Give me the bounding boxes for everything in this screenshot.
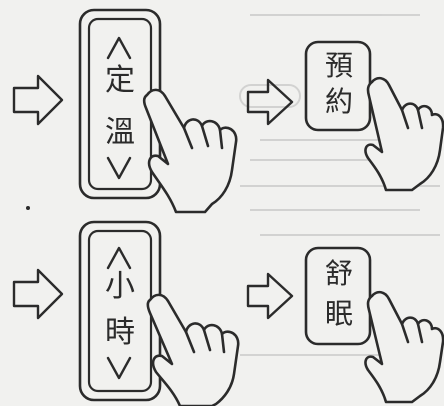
button-label-bottom-vertical-line1: 小: [105, 269, 135, 304]
button-label-bottom-small-line1: 舒: [324, 257, 353, 290]
button-label-top-vertical-line1: 定: [105, 63, 135, 98]
flow-arrow-icon: [12, 268, 64, 320]
chevron-down-icon: [106, 356, 132, 380]
button-label-top-small-line2: 約: [324, 85, 353, 118]
faded-background-print: [239, 14, 440, 356]
button-label-bottom-small-line2: 眠: [324, 297, 353, 330]
button-label-bottom-vertical-line2: 時: [105, 315, 135, 350]
button-label-top-vertical-line2: 溫: [105, 115, 135, 150]
small-button-outline: [304, 246, 372, 346]
flow-arrow-icon: [12, 74, 64, 126]
print-dot: [26, 206, 30, 210]
pointing-hand-icon: [142, 88, 238, 214]
chevron-up-icon: [106, 36, 132, 60]
pointing-hand-icon: [364, 76, 444, 192]
chevron-up-icon: [106, 246, 132, 270]
flow-arrow-icon: [246, 272, 294, 320]
flow-arrow-icon: [246, 78, 294, 126]
button-label-top-small-line1: 預: [324, 49, 353, 82]
pointing-hand-icon: [146, 293, 240, 406]
pointing-hand-icon: [364, 290, 444, 404]
chevron-down-icon: [106, 156, 132, 180]
